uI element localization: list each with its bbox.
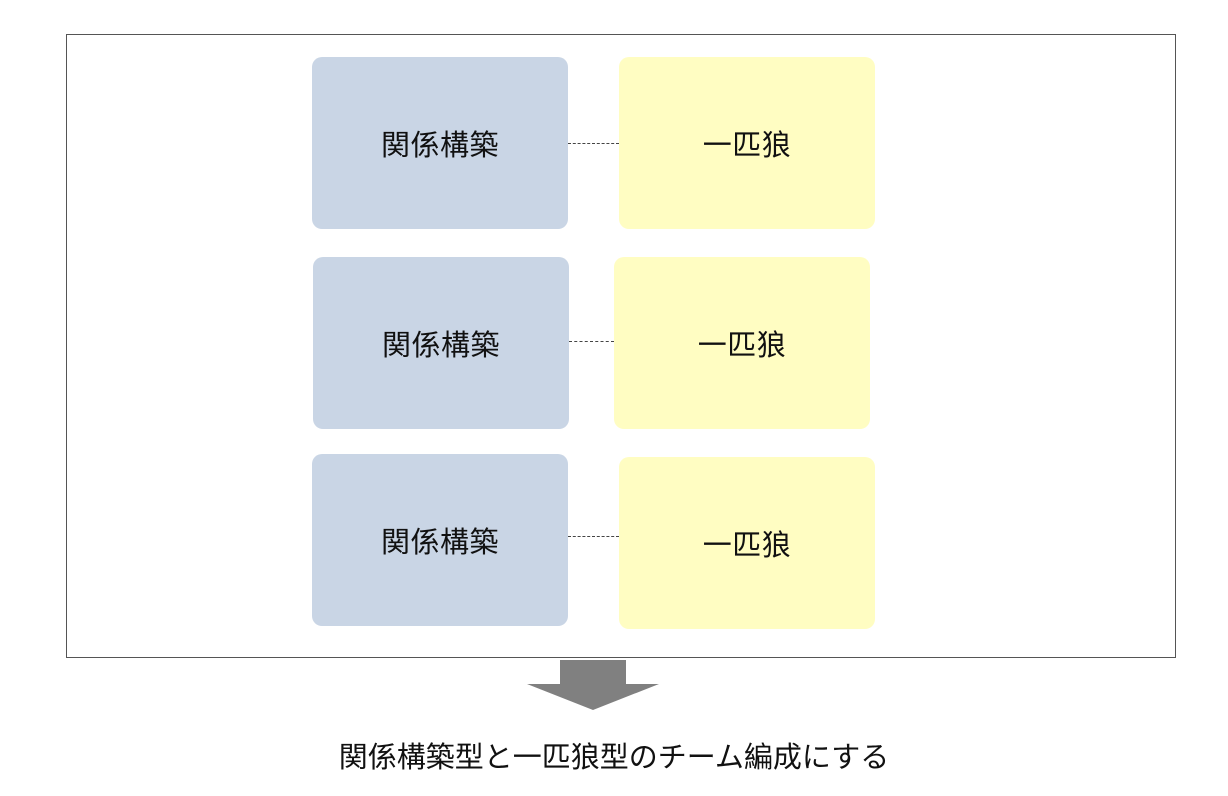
lone-wolf-box-1: 一匹狼 (619, 57, 875, 229)
relationship-box-1: 関係構築 (312, 57, 568, 229)
relationship-box-3: 関係構築 (312, 454, 568, 626)
conclusion-caption: 関係構築型と一匹狼型のチーム編成にする (338, 740, 890, 774)
connector-dash-3 (568, 536, 619, 537)
lone-wolf-box-3: 一匹狼 (619, 457, 875, 629)
lone-wolf-box-2: 一匹狼 (614, 257, 870, 429)
down-arrow-icon (527, 660, 659, 710)
connector-dash-2 (569, 341, 614, 342)
relationship-box-2: 関係構築 (313, 257, 569, 429)
connector-dash-1 (568, 143, 619, 144)
